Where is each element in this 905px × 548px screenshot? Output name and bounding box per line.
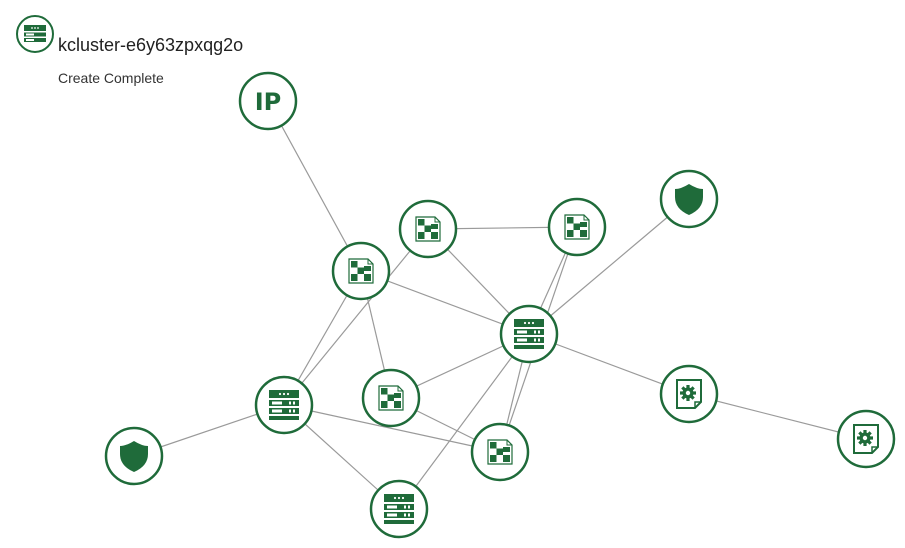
node-ip[interactable]: IP	[238, 71, 298, 131]
edge-server-left-net5	[283, 404, 501, 453]
node-shield1[interactable]	[659, 169, 719, 229]
node-net5[interactable]	[470, 422, 530, 482]
network-icon	[415, 216, 441, 242]
edge-net2-server-left	[283, 228, 429, 406]
network-icon	[564, 214, 590, 240]
edge-server-main-server-bottom	[398, 333, 530, 510]
edge-net1-server-main	[360, 270, 530, 335]
node-server-left[interactable]	[254, 375, 314, 435]
ip-icon: IP	[255, 88, 282, 116]
gear-doc-icon	[853, 424, 879, 454]
node-server-bottom[interactable]	[369, 479, 429, 539]
gear-doc-icon	[676, 379, 702, 409]
node-config2[interactable]	[836, 409, 896, 469]
edge-shield1-server-main	[528, 198, 690, 335]
stack-status: Create Complete	[58, 70, 164, 86]
node-config1[interactable]	[659, 364, 719, 424]
node-net3[interactable]	[547, 197, 607, 257]
stack-title: kcluster-e6y63zpxqg2o	[58, 35, 244, 55]
network-icon	[348, 258, 374, 284]
edge-ip-net1	[267, 100, 362, 272]
network-icon	[378, 385, 404, 411]
edge-config1-config2	[688, 393, 867, 440]
nodes-layer: IP	[104, 71, 896, 539]
node-net2[interactable]	[398, 199, 458, 259]
node-server-main[interactable]	[499, 304, 559, 364]
node-circle	[238, 71, 298, 131]
network-icon	[487, 439, 513, 465]
node-shield2[interactable]	[104, 426, 164, 486]
server-icon	[16, 15, 54, 53]
node-net4[interactable]	[361, 368, 421, 428]
node-net1[interactable]	[331, 241, 391, 301]
